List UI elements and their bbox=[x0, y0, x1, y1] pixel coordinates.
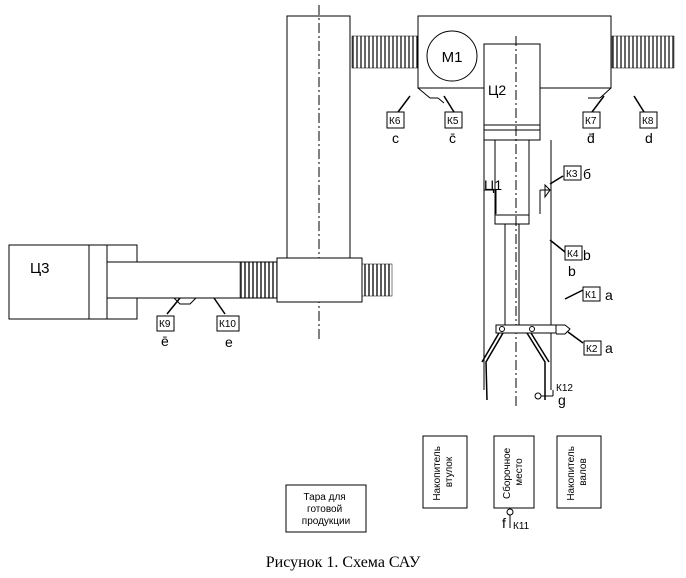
signal-k12: g bbox=[558, 392, 566, 408]
assembly-place-line2: место bbox=[514, 458, 525, 486]
upper-screw-rail bbox=[351, 35, 675, 69]
sensor-k6: К6 c bbox=[386, 95, 411, 146]
sensor-k2-label: К2 bbox=[586, 344, 598, 355]
sensor-k1: К1 a bbox=[564, 286, 613, 303]
sensor-k10-label: К10 bbox=[219, 319, 236, 330]
signal-k5: c̄ bbox=[449, 130, 456, 146]
cylinder-c1: Ц1 bbox=[484, 139, 530, 333]
container-line1: Тара для bbox=[304, 492, 346, 503]
sensor-k5: К5 c̄ bbox=[437, 95, 463, 146]
signal-k8: d bbox=[645, 130, 653, 146]
signal-k9: ē bbox=[161, 333, 169, 349]
signal-k2: a bbox=[605, 340, 613, 356]
bushings-store: Накопитель втулок bbox=[422, 435, 468, 509]
sensor-k11-label: К11 bbox=[513, 521, 530, 532]
sensor-k3-label: К3 bbox=[566, 169, 578, 180]
sensor-k2: К2 a bbox=[567, 331, 613, 356]
assembly-place-line1: Сборочное bbox=[501, 447, 513, 499]
sensor-k6-label: К6 bbox=[389, 116, 401, 127]
container-line3: продукции bbox=[302, 516, 350, 527]
sensor-k10: К10 e bbox=[213, 297, 240, 350]
figure-caption: Рисунок 1. Схема САУ bbox=[266, 554, 421, 571]
sensor-k9-label: К9 bbox=[159, 319, 171, 330]
shafts-store: Накопитель валов bbox=[556, 435, 602, 509]
sensor-k7-label: К7 bbox=[585, 116, 597, 127]
motor-m1: М1 bbox=[426, 30, 478, 82]
bushings-store-line1: Накопитель bbox=[432, 446, 443, 501]
bushings-store-line2: втулок bbox=[444, 456, 455, 487]
sensor-k12-label: К12 bbox=[556, 383, 573, 394]
gripper-jaws bbox=[481, 324, 571, 401]
container-finished-products: Тара для готовой продукции bbox=[285, 484, 367, 533]
sensor-k12: К12 g bbox=[534, 383, 573, 408]
cylinder-c2-label: Ц2 bbox=[488, 82, 506, 98]
cylinder-c1-label: Ц1 bbox=[484, 177, 502, 193]
signal-k4-below: b bbox=[568, 263, 576, 279]
svg-text:Тара для готовой п: Тара для готовой продукции bbox=[302, 492, 350, 527]
sensor-k7: К7 d̄ bbox=[582, 95, 605, 146]
motor-m1-label: М1 bbox=[442, 49, 463, 66]
shafts-store-line2: валов bbox=[578, 458, 589, 486]
sensor-k1-label: К1 bbox=[585, 290, 597, 301]
svg-text:Накопитель втулок: Накопитель втулок bbox=[432, 443, 455, 500]
horizontal-arm: Ц3 bbox=[8, 244, 393, 320]
sensor-k8: К8 d bbox=[633, 95, 658, 146]
cylinder-c2: Ц2 bbox=[483, 43, 541, 141]
cylinder-c3-label: Ц3 bbox=[30, 260, 49, 277]
sensor-k5-label: К5 bbox=[447, 116, 459, 127]
assembly-place: Сборочное место f К11 bbox=[493, 435, 535, 532]
signal-k3: б bbox=[583, 166, 591, 182]
signal-k11: f bbox=[502, 515, 506, 531]
signal-k6: c bbox=[392, 130, 399, 146]
sensor-k4: К4 b b bbox=[549, 239, 591, 279]
svg-text:Сборочное место: Сборочное место bbox=[501, 445, 525, 499]
sensor-k3: К3 б bbox=[544, 165, 591, 199]
signal-k10: e bbox=[225, 334, 233, 350]
gripper-frame bbox=[483, 36, 552, 408]
sensor-k4-label: К4 bbox=[567, 249, 579, 260]
shafts-store-line1: Накопитель bbox=[566, 446, 577, 501]
sensor-k8-label: К8 bbox=[642, 116, 654, 127]
container-line2: готовой bbox=[307, 504, 342, 515]
signal-k7: d̄ bbox=[587, 130, 595, 146]
signal-k1: a bbox=[605, 287, 613, 303]
signal-k4-side: b bbox=[583, 247, 591, 263]
sensor-k9: К9 ē bbox=[156, 297, 181, 349]
svg-text:Накопитель валов: Накопитель валов bbox=[566, 443, 589, 500]
